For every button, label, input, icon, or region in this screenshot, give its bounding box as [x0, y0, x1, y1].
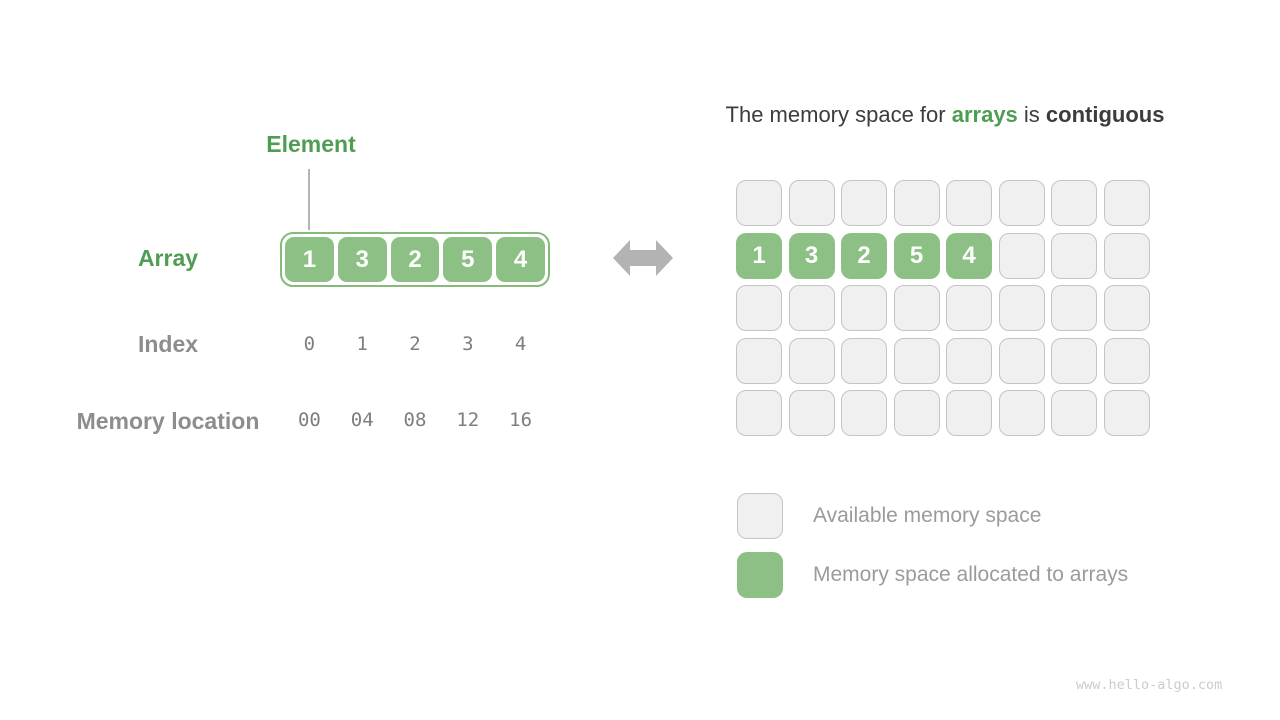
memory-location-value: 04 — [350, 409, 374, 431]
memory-cell-available — [1051, 180, 1097, 226]
memory-location-label: Memory location — [76, 408, 260, 434]
memory-cell-available — [946, 285, 992, 331]
title-part2: is — [1017, 102, 1046, 127]
memory-cell-available — [998, 390, 1045, 436]
memory-cell-available — [1051, 390, 1097, 436]
memory-cell-available — [893, 285, 940, 331]
diagram-title: The memory space for arrays is contiguou… — [650, 102, 1240, 128]
element-pointer-line — [308, 169, 310, 230]
legend-item-available: Available memory space — [737, 493, 1041, 539]
memory-cell-available — [841, 180, 887, 226]
memory-cell-available — [893, 180, 940, 226]
memory-cell-available — [998, 180, 1045, 226]
title-arrays-highlight: arrays — [951, 102, 1018, 127]
double-arrow-icon — [613, 240, 673, 276]
array-cell: 1 — [285, 237, 334, 282]
memory-cell-allocated: 1 — [736, 232, 782, 279]
memory-cell-allocated: 3 — [788, 232, 835, 279]
memory-cell-available — [946, 180, 992, 226]
memory-cell-available — [788, 285, 835, 331]
available-memory-swatch — [737, 493, 783, 539]
array-cell: 5 — [443, 237, 493, 282]
memory-location-value: 00 — [297, 409, 321, 431]
index-value: 4 — [514, 333, 527, 355]
memory-cell-available — [788, 390, 835, 436]
memory-cell-available — [788, 180, 835, 226]
memory-cell-available — [893, 337, 940, 384]
memory-cell-allocated: 5 — [893, 232, 940, 279]
memory-cell-available — [841, 337, 887, 384]
array-cell: 3 — [337, 237, 387, 282]
legend-label-allocated: Memory space allocated to arrays — [813, 563, 1129, 586]
memory-cell-available — [1051, 232, 1097, 279]
memory-cell-available — [893, 390, 940, 436]
memory-cell-available — [841, 390, 887, 436]
memory-cell-available — [1051, 337, 1097, 384]
index-value: 3 — [462, 333, 474, 355]
memory-cell-available — [841, 285, 887, 331]
memory-location-values-row: 00 04 08 12 16 — [285, 409, 545, 431]
memory-cell-available — [736, 337, 782, 384]
memory-cell-available — [946, 390, 992, 436]
memory-cell-available — [998, 285, 1045, 331]
memory-cell-available — [1103, 180, 1150, 226]
memory-cell-allocated: 4 — [946, 232, 992, 279]
watermark: www.hello-algo.com — [1076, 677, 1223, 693]
memory-cell-available — [1051, 285, 1097, 331]
memory-cell-available — [1103, 285, 1150, 331]
memory-cell-available — [1103, 390, 1150, 436]
memory-cell-available — [736, 390, 782, 436]
memory-location-value: 08 — [403, 409, 427, 431]
memory-cell-available — [736, 180, 782, 226]
index-value: 1 — [356, 333, 368, 355]
array-label: Array — [137, 245, 199, 271]
index-values-row: 0 1 2 3 4 — [285, 333, 545, 355]
memory-cell-allocated: 2 — [841, 232, 887, 279]
element-label: Element — [266, 131, 356, 157]
memory-cell-available — [946, 337, 992, 384]
memory-cell-available — [1103, 337, 1150, 384]
title-part1: The memory space for — [725, 102, 952, 127]
index-value: 2 — [409, 333, 421, 355]
title-contiguous-bold: contiguous — [1045, 102, 1165, 127]
allocated-memory-swatch — [737, 552, 783, 598]
array-cell: 2 — [390, 237, 440, 282]
index-value: 0 — [303, 333, 316, 355]
memory-cell-available — [736, 285, 782, 331]
legend-label-available: Available memory space — [813, 504, 1042, 527]
memory-cell-available — [788, 337, 835, 384]
memory-cell-available — [1103, 232, 1150, 279]
memory-location-value: 16 — [509, 409, 533, 431]
memory-cell-available — [998, 232, 1045, 279]
legend-item-allocated: Memory space allocated to arrays — [737, 552, 1128, 598]
memory-location-value: 12 — [456, 409, 480, 431]
index-label: Index — [137, 331, 199, 357]
array-cell: 4 — [496, 237, 545, 282]
memory-cell-available — [998, 337, 1045, 384]
